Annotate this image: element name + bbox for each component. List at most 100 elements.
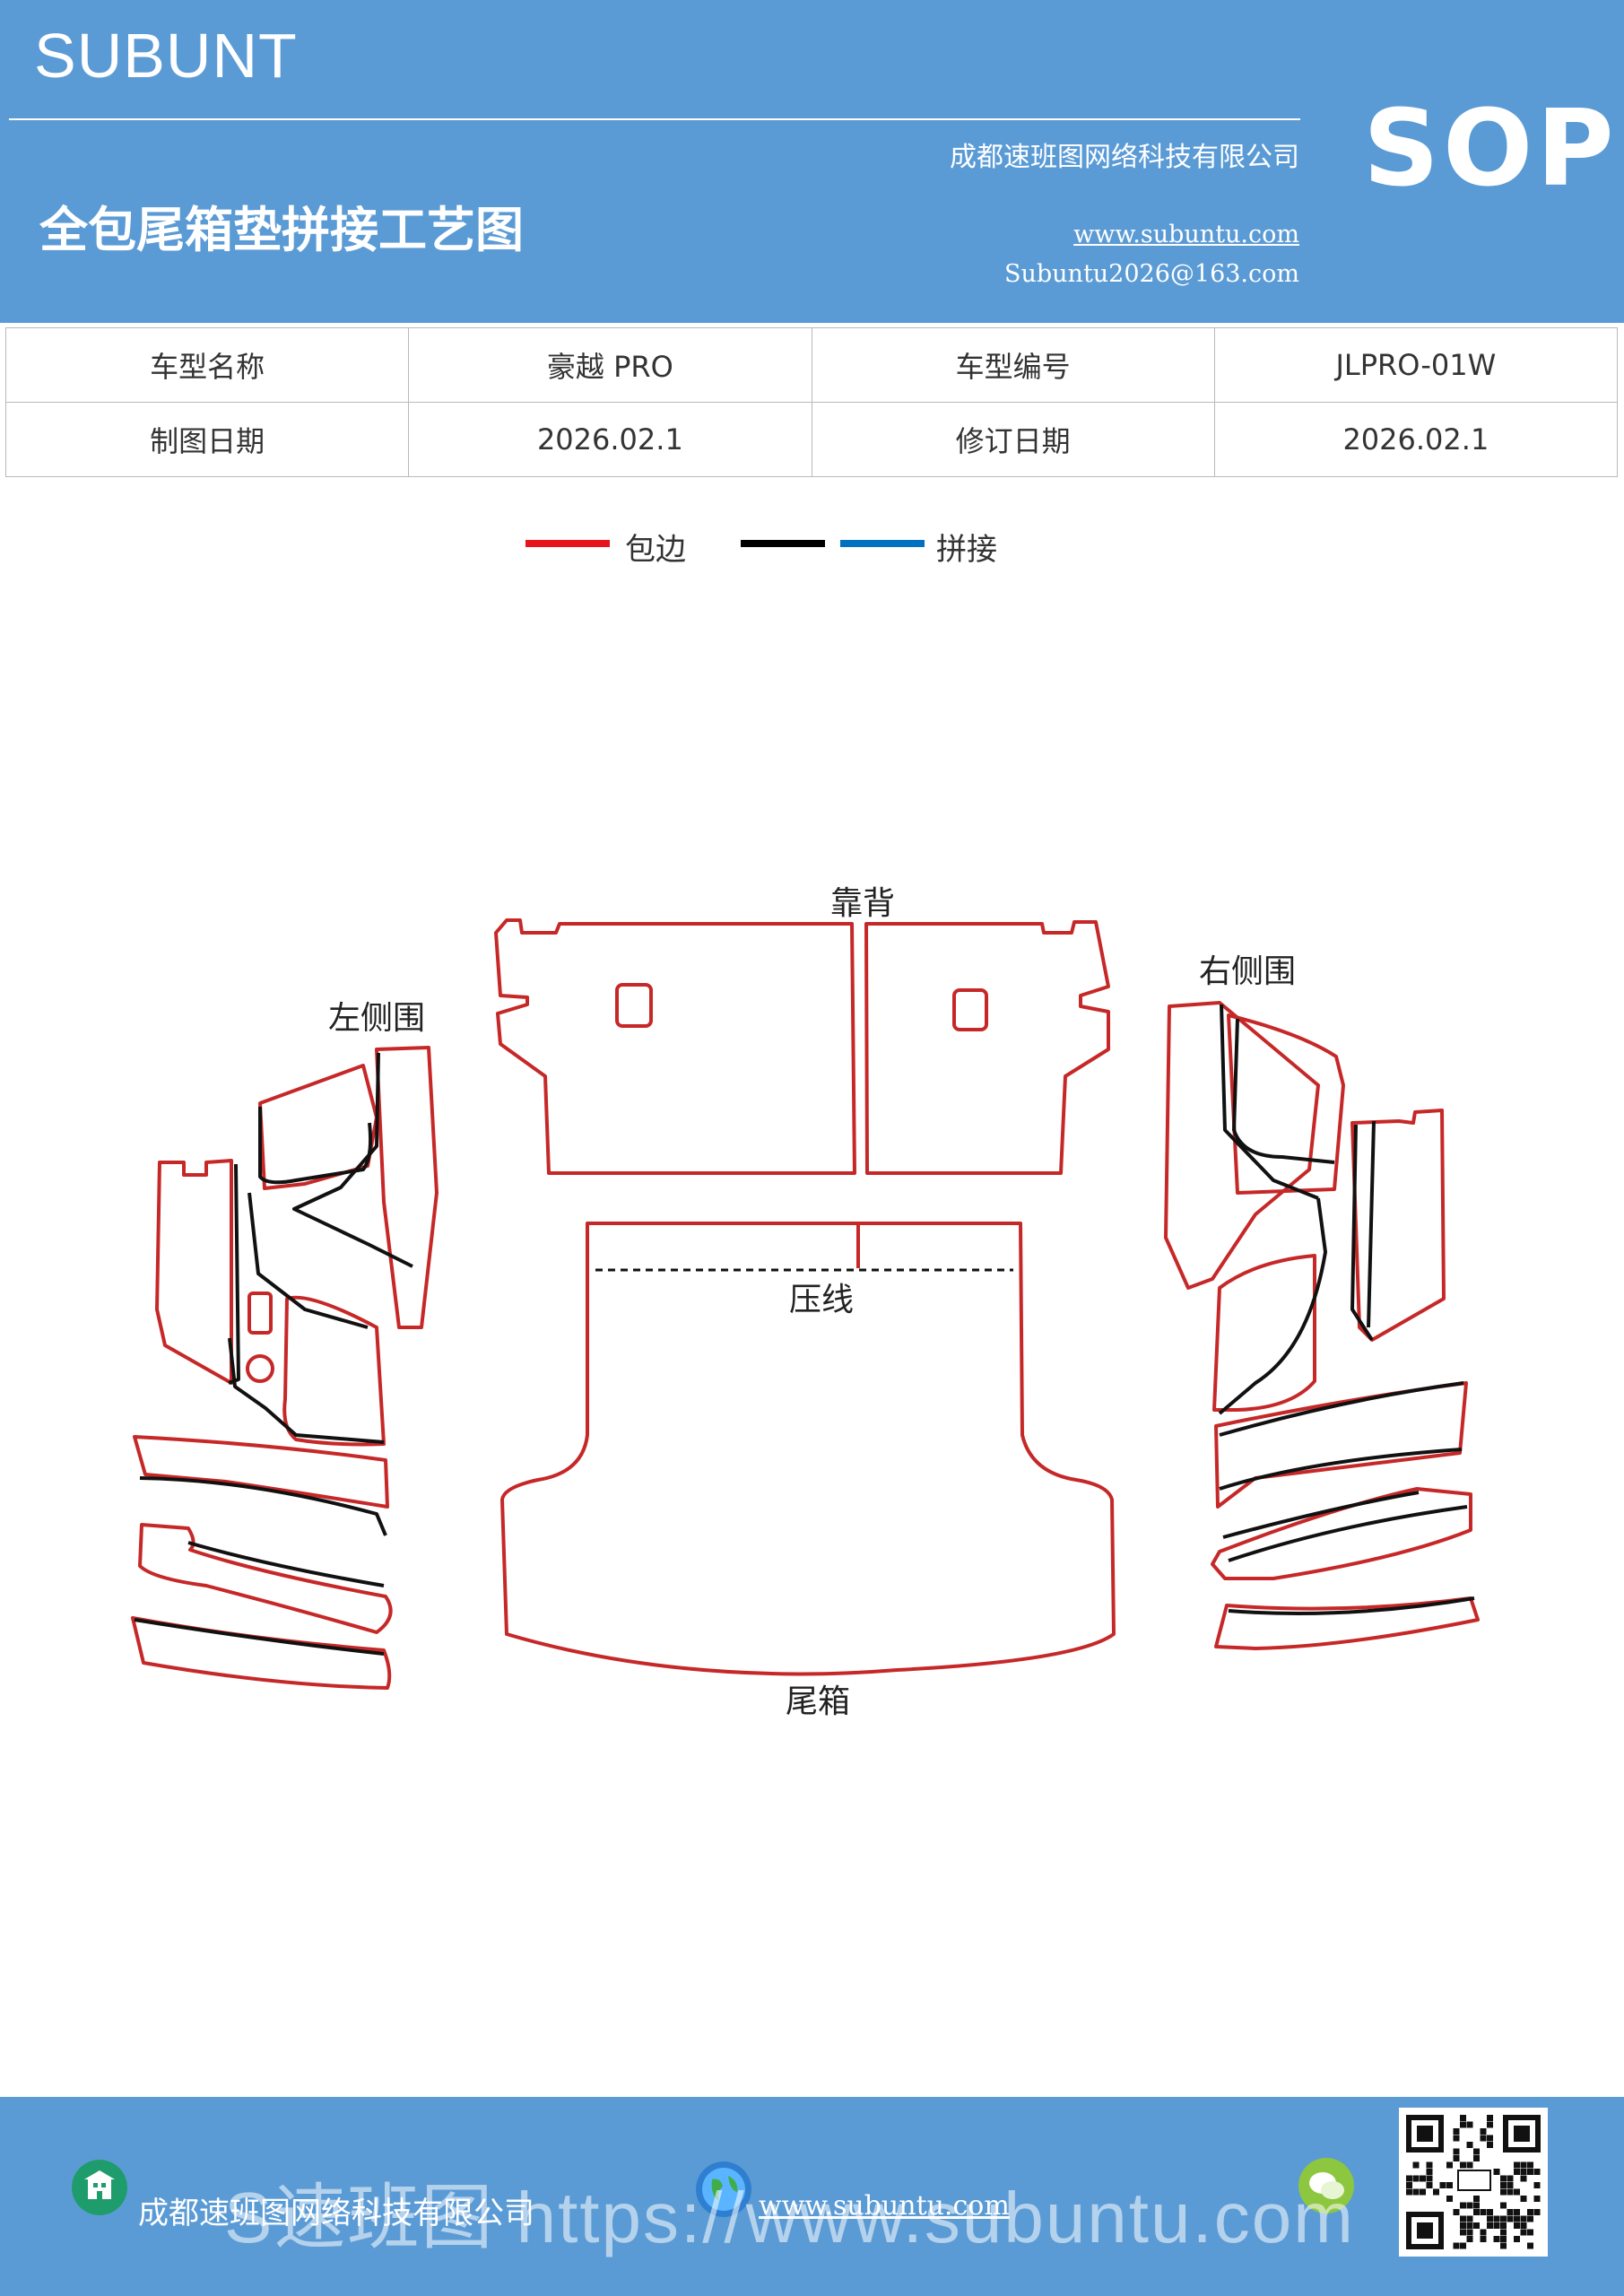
table-cell: 车型名称: [4, 327, 410, 403]
qr-module: [1426, 2182, 1433, 2188]
qr-module: [1507, 2188, 1514, 2196]
qr-module: [1426, 2175, 1433, 2182]
qr-module: [1480, 2135, 1487, 2142]
left-seam-1: [258, 1107, 373, 1185]
cutting-diagram: 靠背 左侧围 右侧围 压线 尾箱: [0, 861, 1624, 1722]
edge-outlines: [131, 918, 1480, 1690]
left-seam-4: [248, 1192, 369, 1329]
qr-module: [1412, 2188, 1420, 2196]
qr-module: [1480, 2229, 1487, 2236]
qr-module: [1453, 2128, 1460, 2135]
qr-module: [1460, 2222, 1466, 2229]
pattern-drawing: [131, 918, 1480, 1690]
left-seam-7: [134, 1618, 385, 1656]
legend-label-edge: 包边: [625, 532, 686, 568]
qr-code-graphic: [1406, 2115, 1541, 2249]
table-cell: 2026.02.1: [1213, 402, 1619, 477]
right-seam-2: [1220, 1004, 1319, 1200]
qr-module: [1520, 2169, 1527, 2175]
qr-module: [1514, 2222, 1520, 2229]
header-email: Subuntu2026@163.com: [1004, 260, 1299, 288]
qr-module: [1487, 2142, 1493, 2148]
table-row: 制图日期 2026.02.1 修订日期 2026.02.1: [4, 402, 1619, 477]
qr-module: [1527, 2242, 1533, 2249]
qr-module: [1500, 2215, 1507, 2222]
qr-module: [1446, 2161, 1453, 2169]
right-side-band-3: [1214, 1596, 1480, 1650]
qr-module: [1493, 2222, 1500, 2229]
right-seam-5: [1218, 1197, 1327, 1415]
qr-module: [1466, 2121, 1473, 2128]
footer-banner: 成都速班图网络科技有限公司 www.subuntu.com S速班图 https…: [0, 2097, 1624, 2296]
brand-name: SUBUNT: [34, 21, 298, 91]
qr-module: [1514, 2188, 1520, 2196]
qr-module: [1500, 2222, 1507, 2229]
qr-module: [1420, 2175, 1426, 2182]
qr-module: [1473, 2196, 1480, 2202]
qr-module: [1520, 2229, 1527, 2236]
right-side-band-2: [1211, 1487, 1472, 1580]
qr-module: [1487, 2121, 1493, 2128]
qr-module: [1473, 2202, 1480, 2209]
backrest-right-hole: [952, 988, 988, 1031]
left-seam-5: [228, 1337, 385, 1444]
qr-module: [1514, 2169, 1520, 2175]
right-seam-3: [1350, 1124, 1374, 1342]
qr-module: [1527, 2161, 1533, 2169]
qr-module: [1420, 2188, 1426, 2196]
backrest-left-hole: [615, 983, 653, 1028]
qr-module: [1473, 2148, 1480, 2155]
qr-module: [1500, 2202, 1507, 2209]
label-crease: 压线: [789, 1282, 855, 1318]
left-side-circle: [246, 1354, 274, 1383]
right-seam-1: [1232, 1018, 1335, 1164]
qr-code-icon: [1399, 2108, 1548, 2257]
label-trunk: 尾箱: [786, 1683, 851, 1720]
qr-module: [1500, 2175, 1507, 2182]
label-right-side: 右侧围: [1199, 953, 1297, 990]
right-seam-9: [1228, 1596, 1475, 1615]
header-divider: [9, 118, 1300, 120]
trunk-floor-panel: [500, 1222, 1116, 1676]
header-website-link[interactable]: www.subuntu.com: [1073, 221, 1299, 248]
qr-module: [1460, 2121, 1466, 2128]
qr-module: [1520, 2196, 1527, 2202]
qr-module: [1527, 2169, 1533, 2175]
qr-module: [1493, 2236, 1500, 2242]
qr-module: [1433, 2188, 1439, 2196]
qr-module: [1480, 2236, 1487, 2242]
footer-company: 成都速班图网络科技有限公司: [138, 2196, 534, 2231]
qr-module: [1480, 2128, 1487, 2135]
right-seam-4: [1367, 1120, 1376, 1328]
qr-module: [1453, 2209, 1460, 2215]
qr-module: [1426, 2161, 1433, 2169]
legend-swatch-edge: [525, 540, 610, 547]
right-seam-6: [1219, 1381, 1464, 1437]
document-title: 全包尾箱垫拼接工艺图: [39, 202, 524, 258]
vehicle-info-table: 车型名称 豪越 PRO 车型编号 JLPRO-01W 制图日期 2026.02.…: [4, 327, 1619, 477]
building-icon-glyph: [84, 2170, 115, 2199]
qr-module: [1453, 2135, 1460, 2142]
qr-module: [1460, 2161, 1466, 2169]
qr-module: [1487, 2115, 1493, 2121]
table-cell: 豪越 PRO: [408, 327, 812, 403]
qr-module: [1507, 2209, 1514, 2215]
qr-module: [1507, 2175, 1514, 2182]
left-seam-8: [139, 1476, 387, 1536]
qr-module: [1487, 2135, 1493, 2142]
left-side-band-3: [131, 1616, 392, 1690]
legend-label-seam: 拼接: [936, 532, 997, 568]
left-seam-2: [292, 1052, 413, 1268]
qr-module: [1500, 2188, 1507, 2196]
right-side-top: [1164, 1001, 1320, 1290]
qr-module: [1453, 2242, 1460, 2249]
qr-module: [1487, 2222, 1493, 2229]
seam-lines: [134, 1004, 1475, 1656]
qr-module: [1466, 2161, 1473, 2169]
qr-module: [1460, 2202, 1466, 2209]
footer-website-link[interactable]: www.subuntu.com: [759, 2190, 1010, 2222]
left-side-top: [258, 1064, 378, 1190]
right-side-upper: [1227, 1013, 1345, 1195]
qr-module: [1507, 2215, 1514, 2222]
footer-watermark: S速班图 https://www.subuntu.com: [224, 2178, 1355, 2257]
